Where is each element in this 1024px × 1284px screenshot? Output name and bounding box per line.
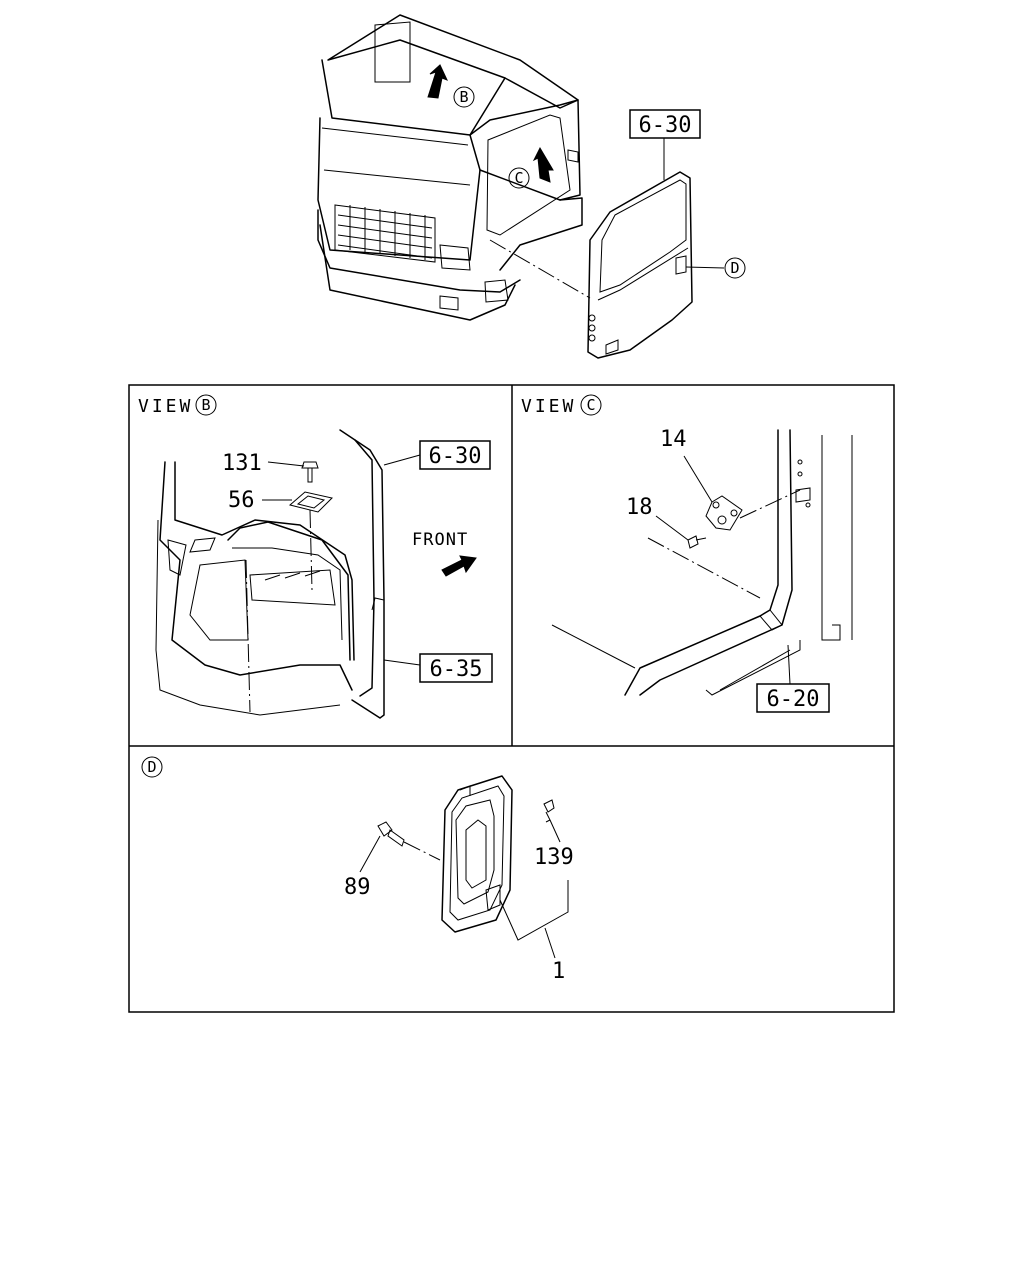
- view-c-panel: VIEW C 14 18 6-2: [521, 394, 853, 713]
- bracket-56-icon: [288, 491, 333, 513]
- view-b-heading: VIEW: [138, 396, 193, 417]
- clip-139-icon: [543, 799, 555, 823]
- view-b-part-131: 131: [222, 451, 262, 476]
- view-c-arrow-icon: [532, 146, 554, 183]
- overview-ref-6-30: 6-30: [639, 113, 692, 138]
- view-c-ref-6-20: 6-20: [767, 687, 820, 712]
- screw-131-icon: [301, 461, 319, 483]
- striker-14-icon: [705, 495, 743, 531]
- view-d-part-89: 89: [344, 875, 371, 900]
- screw-18-icon: [687, 535, 707, 549]
- view-b-part-56: 56: [228, 488, 255, 513]
- view-b-arrow-icon: [427, 64, 448, 99]
- view-b-ref-6-35: 6-35: [430, 657, 483, 682]
- overview-arrow-b-label: B: [459, 88, 468, 106]
- view-c-part-18: 18: [626, 495, 653, 520]
- door-handle-assembly-icon: [441, 775, 513, 933]
- overview-arrow-c-label: C: [514, 169, 523, 187]
- view-d-circle: D: [147, 758, 156, 776]
- bolt-89-icon: [377, 821, 405, 847]
- view-d-part-1: 1: [552, 959, 565, 984]
- overview-callout-d: D: [730, 259, 739, 277]
- door-panel-illustration: [587, 171, 693, 359]
- view-b-panel: VIEW B 131 56: [138, 394, 493, 719]
- view-b-circle: B: [201, 396, 210, 414]
- truck-cab-illustration: [317, 14, 591, 321]
- view-c-part-14: 14: [660, 427, 687, 452]
- view-d-part-139: 139: [534, 845, 574, 870]
- view-c-heading: VIEW: [521, 396, 576, 417]
- view-b-front-label: FRONT: [412, 530, 468, 550]
- view-b-ref-6-30: 6-30: [429, 444, 482, 469]
- view-c-circle: C: [586, 396, 595, 414]
- view-d-panel: D 89 139 1: [141, 756, 574, 984]
- front-arrow-icon: [441, 555, 477, 577]
- grille: [334, 204, 436, 263]
